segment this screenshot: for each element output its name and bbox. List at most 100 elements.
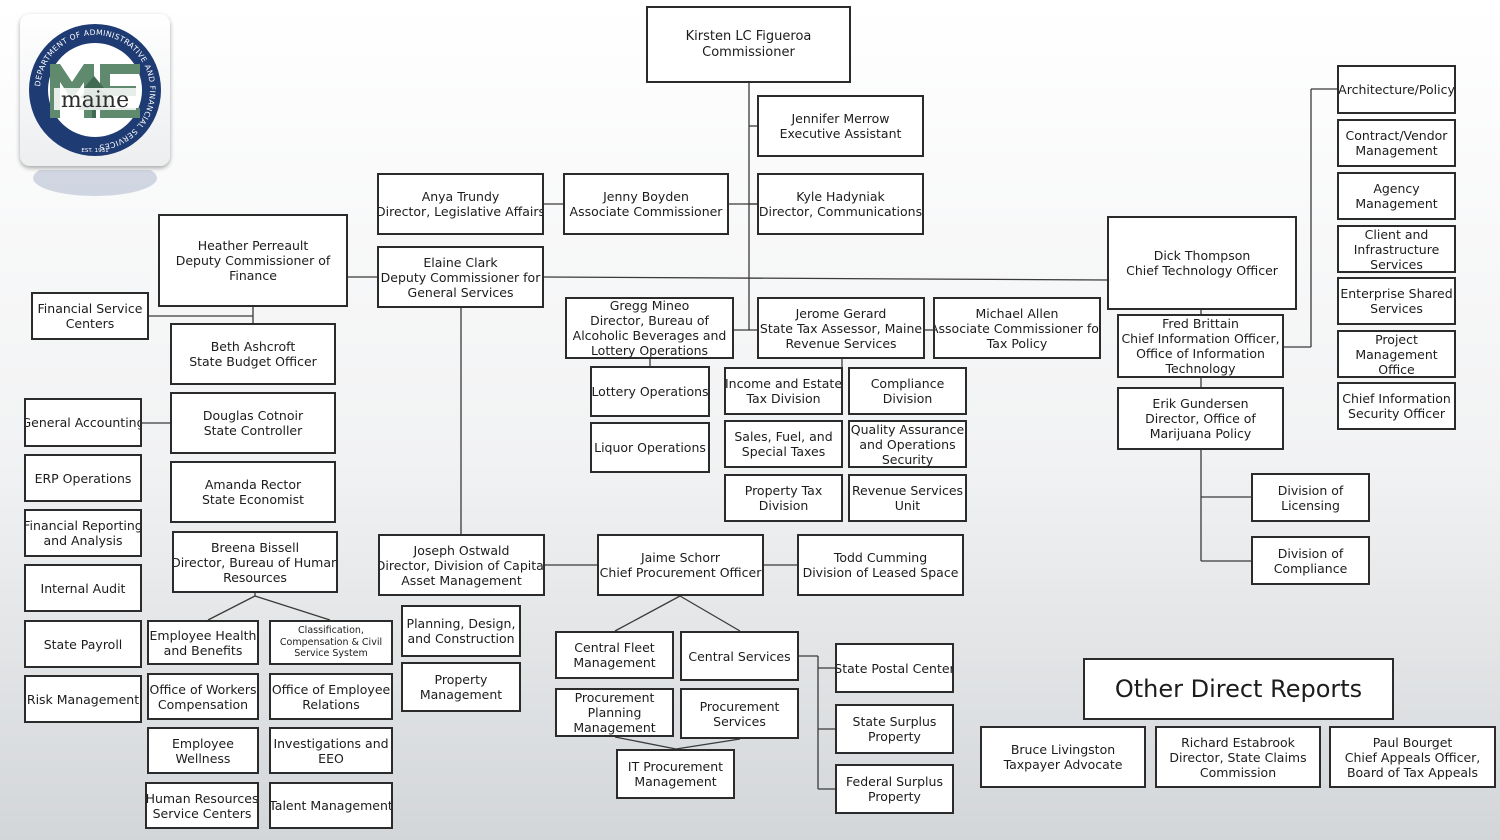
org-box-line: Special Taxes [741,444,826,459]
org-box-line: Procurement [699,698,780,714]
org-box-line: Office of Information [1136,346,1265,361]
org-box-line: Architecture/Policy [1338,82,1455,97]
org-box-other-direct-reports: Other Direct Reports [1083,658,1394,720]
org-box-state-postal: State Postal Center [835,643,954,693]
org-box-line: General Services [407,284,514,300]
org-box-line: Procurement [574,690,655,705]
org-box-line: Financial Reporting [24,518,142,533]
org-box-line: Quality Assurance [850,421,965,437]
org-box-line: Classification, [298,625,364,637]
org-box-line: Planning [587,705,642,720]
org-box-line: Gregg Mineo [609,298,690,313]
org-box-line: Contract/Vendor [1345,128,1448,143]
org-box-line: Jaime Schorr [640,550,721,565]
org-box-line: Office [1378,361,1415,377]
org-box-line: Division [882,391,933,406]
org-box-line: Commission [1199,764,1277,780]
org-box-line: Client and [1364,226,1429,242]
org-box-line: Management [634,774,717,789]
org-box-line: Employee [172,735,234,751]
org-box-line: Michael Allen [975,305,1059,321]
org-box-line: Chief Procurement Officer [599,565,762,580]
org-box-line: Lottery Operations [590,343,709,358]
org-box-line: Deputy Commissioner for [380,269,541,285]
connector-line [679,595,741,632]
org-box-line: Other Direct Reports [1114,675,1363,703]
org-box-line: Chief Appeals Officer, [1344,749,1481,765]
org-box-line: Breena Bissell [210,539,300,555]
org-box-line: Services [1370,256,1423,272]
logo-reflection [20,170,170,210]
org-box-line: Federal Surplus [846,774,943,789]
org-box-line: Associate Commissioner [569,204,723,219]
org-box-line: Todd Cumming [833,550,928,565]
org-box-line: Property Tax [744,483,823,498]
org-box-erp-operations: ERP Operations [24,454,142,502]
org-box-line: State Surplus [852,714,937,729]
org-box-line: Central Fleet [574,640,655,655]
org-box-line: Compliance [870,376,945,391]
org-box-line: EEO [318,750,344,766]
org-box-line: Taxpayer Advocate [1003,757,1123,772]
org-box-line: Management [573,655,656,670]
org-box-line: Agency [1373,181,1420,196]
connector-line [675,738,741,750]
org-box-line: Director, Bureau of Human [172,554,338,570]
maine-me-mark [50,64,140,118]
org-box-line: Finance [229,268,277,283]
org-box-line: Services [1370,301,1423,316]
org-box-line: Commissioner [702,44,795,60]
org-box-line: Central Services [688,648,791,664]
org-box-line: IT Procurement [627,759,724,774]
org-box-line: Service System [294,648,368,660]
org-box-line: Compensation & Civil [279,636,383,648]
org-box-line: Office of Employee [271,681,391,697]
org-box-line: Director, State Claims [1169,749,1307,765]
org-box-line: and Construction [407,631,515,646]
org-box-line: and Benefits [163,642,243,658]
org-box-line: State Economist [201,492,305,507]
org-box-line: Property [434,672,488,687]
org-box-state-payroll: State Payroll [24,620,142,668]
org-box-line: Management [1355,346,1438,362]
org-box-line: Amanda Rector [204,477,302,492]
org-box-line: Director, Legislative Affairs [377,204,544,219]
org-box-general-accounting: General Accounting [24,398,142,447]
org-box-line: Lottery Operations [591,384,709,399]
org-box-line: Associate Commissioner for [933,320,1101,336]
org-box-line: Relations [302,696,360,712]
org-box-line: Internal Audit [40,580,126,596]
org-box-line: Division of [1277,482,1344,498]
org-box-line: Tax Division [746,391,821,406]
org-box-line: Management [1355,196,1438,211]
org-box-line: Erik Gundersen [1152,396,1249,411]
org-box-line: Infrastructure [1353,241,1440,257]
maine-wordmark: maine [61,88,129,113]
org-box-line: Asset Management [401,572,522,588]
org-box-internal-audit: Internal Audit [24,564,142,612]
org-box-line: Enterprise Shared [1340,286,1453,301]
org-box-line: Kyle Hadyniak [796,189,885,204]
org-box-line: Jenny Boyden [603,189,689,204]
org-box-line: Division of [1277,545,1344,561]
